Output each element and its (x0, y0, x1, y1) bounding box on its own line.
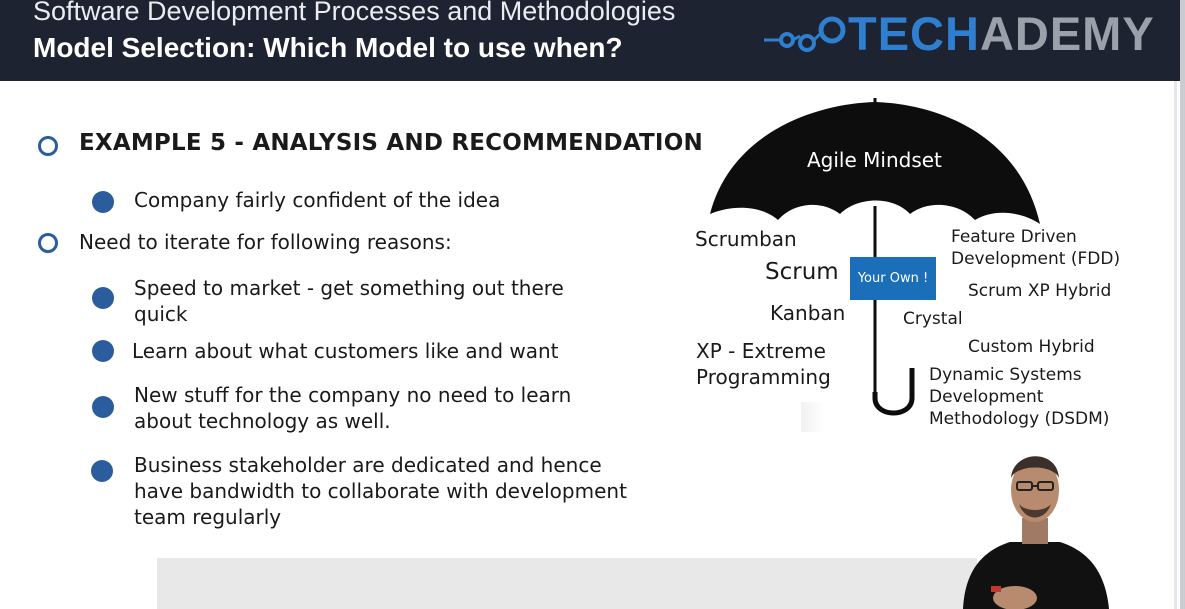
method-dsdm-line-2: Development (929, 387, 1044, 407)
method-crystal: Crystal (903, 309, 963, 329)
presenter-video (963, 456, 1109, 609)
logo-wordmark: TECHADEMY (848, 6, 1155, 61)
reason-speed: Speed to market - get something out ther… (134, 275, 564, 327)
method-xp-line-2: Programming (696, 365, 831, 389)
reason-speed-line-1: Speed to market - get something out ther… (134, 276, 564, 300)
caption-bar (157, 558, 977, 609)
method-fdd: Feature Driven Development (FDD) (951, 226, 1120, 270)
reason-speed-line-2: quick (134, 302, 188, 326)
method-scrumban: Scrumban (695, 227, 797, 251)
umbrella-canopy (710, 102, 1040, 224)
reason-learn-line-1: Learn about what customers like and want (132, 339, 559, 363)
method-dsdm-line-1: Dynamic Systems (929, 365, 1082, 385)
filled-bullet-icon (92, 287, 114, 309)
method-xp-line-1: XP - Extreme (696, 339, 826, 363)
slide-artifact (801, 402, 825, 432)
method-kanban: Kanban (770, 301, 846, 325)
example-heading: EXAMPLE 5 - ANALYSIS AND RECOMMENDATION (79, 130, 703, 156)
slide-title: Model Selection: Which Model to use when… (33, 32, 623, 63)
reason-new-stuff-line-1: New stuff for the company no need to lea… (134, 383, 572, 407)
method-dsdm-line-3: Methodology (DSDM) (929, 409, 1110, 429)
reason-stakeholders-line-2: have bandwidth to collaborate with devel… (134, 479, 627, 503)
techademy-logo: TECHADEMY (762, 6, 1155, 61)
filled-bullet-icon (91, 460, 113, 482)
bullet-iterate: Need to iterate for following reasons: (79, 230, 452, 254)
bullet-confidence: Company fairly confident of the idea (134, 188, 501, 212)
filled-bullet-icon (92, 340, 114, 362)
reason-stakeholders-line-1: Business stakeholder are dedicated and h… (134, 453, 602, 477)
method-scrum-xp-hybrid: Scrum XP Hybrid (968, 281, 1112, 301)
hollow-bullet-icon (38, 136, 58, 156)
method-dsdm: Dynamic Systems Development Methodology … (929, 364, 1109, 430)
method-custom-hybrid: Custom Hybrid (968, 337, 1095, 357)
logo-wordmark-accent: TECH (848, 7, 980, 60)
method-fdd-line-1: Feature Driven (951, 227, 1077, 247)
reason-new-stuff: New stuff for the company no need to lea… (134, 382, 571, 434)
method-scrum: Scrum (765, 259, 839, 285)
logo-wordmark-rest: ADEMY (979, 7, 1155, 60)
reason-learn: Learn about what customers like and want (132, 338, 559, 364)
hollow-bullet-icon (38, 233, 58, 253)
logo-chain-icon (764, 16, 846, 52)
course-title: Software Development Processes and Metho… (33, 0, 676, 26)
umbrella-handle (872, 368, 915, 416)
filled-bullet-icon (92, 396, 114, 418)
method-fdd-line-2: Development (FDD) (951, 249, 1121, 269)
window-edge (1180, 0, 1185, 609)
slide-edge-shadow (1174, 81, 1177, 609)
reason-stakeholders: Business stakeholder are dedicated and h… (134, 452, 627, 530)
reason-stakeholders-line-3: team regularly (134, 505, 282, 529)
method-xp: XP - Extreme Programming (696, 338, 831, 390)
your-own-box: Your Own ! (850, 257, 936, 300)
agile-mindset-label: Agile Mindset (807, 148, 942, 172)
filled-bullet-icon (92, 191, 114, 213)
slide-header: Software Development Processes and Metho… (0, 0, 1185, 81)
reason-new-stuff-line-2: about technology as well. (134, 409, 391, 433)
